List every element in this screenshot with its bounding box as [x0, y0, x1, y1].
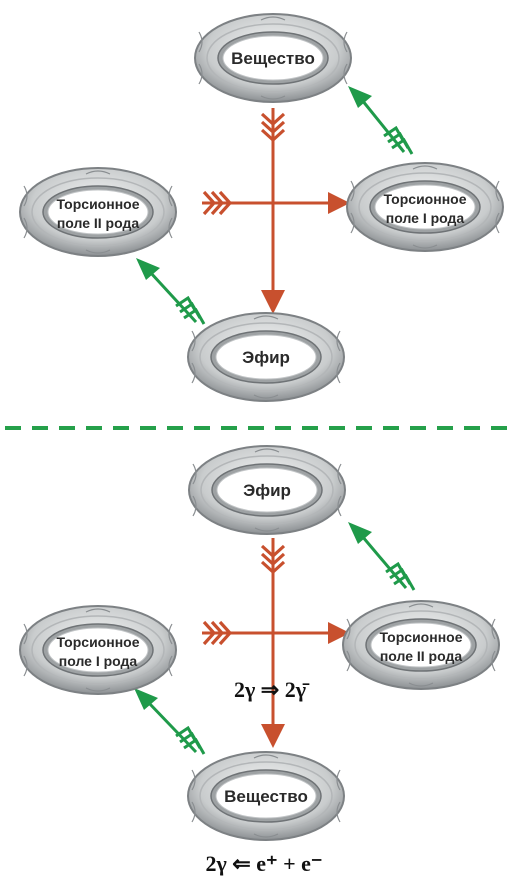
bottom-node-veshchestvo: Вещество [187, 751, 345, 841]
top-diagram: Вещество Торсионное поле II рода Торсион… [19, 13, 504, 402]
formula-center: 2γ ⇒ 2γ̄ [234, 677, 310, 702]
bottom-node-torsion-i: Торсионное поле I рода [19, 605, 177, 695]
bottom-node-efir: Эфир [188, 445, 346, 535]
top-red-vertical-arrow [260, 108, 286, 314]
top-node-torsion-i-line1: Торсионное [384, 191, 467, 207]
bottom-node-torsion-i-line2: поле I рода [59, 653, 138, 669]
top-node-veshchestvo: Вещество [194, 13, 352, 103]
top-node-efir: Эфир [187, 312, 345, 402]
top-node-torsion-ii-line1: Торсионное [57, 196, 140, 212]
top-node-torsion-i-line2: поле I рода [386, 210, 465, 226]
top-green-arrow-right [348, 86, 414, 155]
bottom-node-efir-label: Эфир [243, 481, 291, 500]
bottom-red-vertical-arrow [260, 538, 286, 748]
top-red-horizontal-arrow [202, 190, 350, 216]
top-green-arrow-left [136, 258, 206, 325]
bottom-node-torsion-ii-line1: Торсионное [380, 629, 463, 645]
top-node-efir-label: Эфир [242, 348, 290, 367]
bottom-node-torsion-ii: Торсионное поле II рода [342, 600, 500, 690]
top-node-torsion-ii: Торсионное поле II рода [19, 167, 177, 257]
bottom-node-torsion-ii-line2: поле II рода [380, 648, 463, 664]
formula-bottom: 2γ ⇐ e⁺ + e⁻ [205, 851, 322, 876]
bottom-red-horizontal-arrow [202, 620, 350, 646]
bottom-green-arrow-left [134, 688, 206, 755]
top-node-torsion-ii-line2: поле II рода [57, 215, 140, 231]
bottom-green-arrow-right [348, 522, 416, 591]
top-node-veshchestvo-label: Вещество [231, 49, 315, 68]
bottom-node-torsion-i-line1: Торсионное [57, 634, 140, 650]
top-node-torsion-i: Торсионное поле I рода [346, 162, 504, 252]
bottom-diagram: Эфир Торсионное поле I рода Торсионное п… [19, 445, 500, 876]
bottom-node-veshchestvo-label: Вещество [224, 787, 308, 806]
